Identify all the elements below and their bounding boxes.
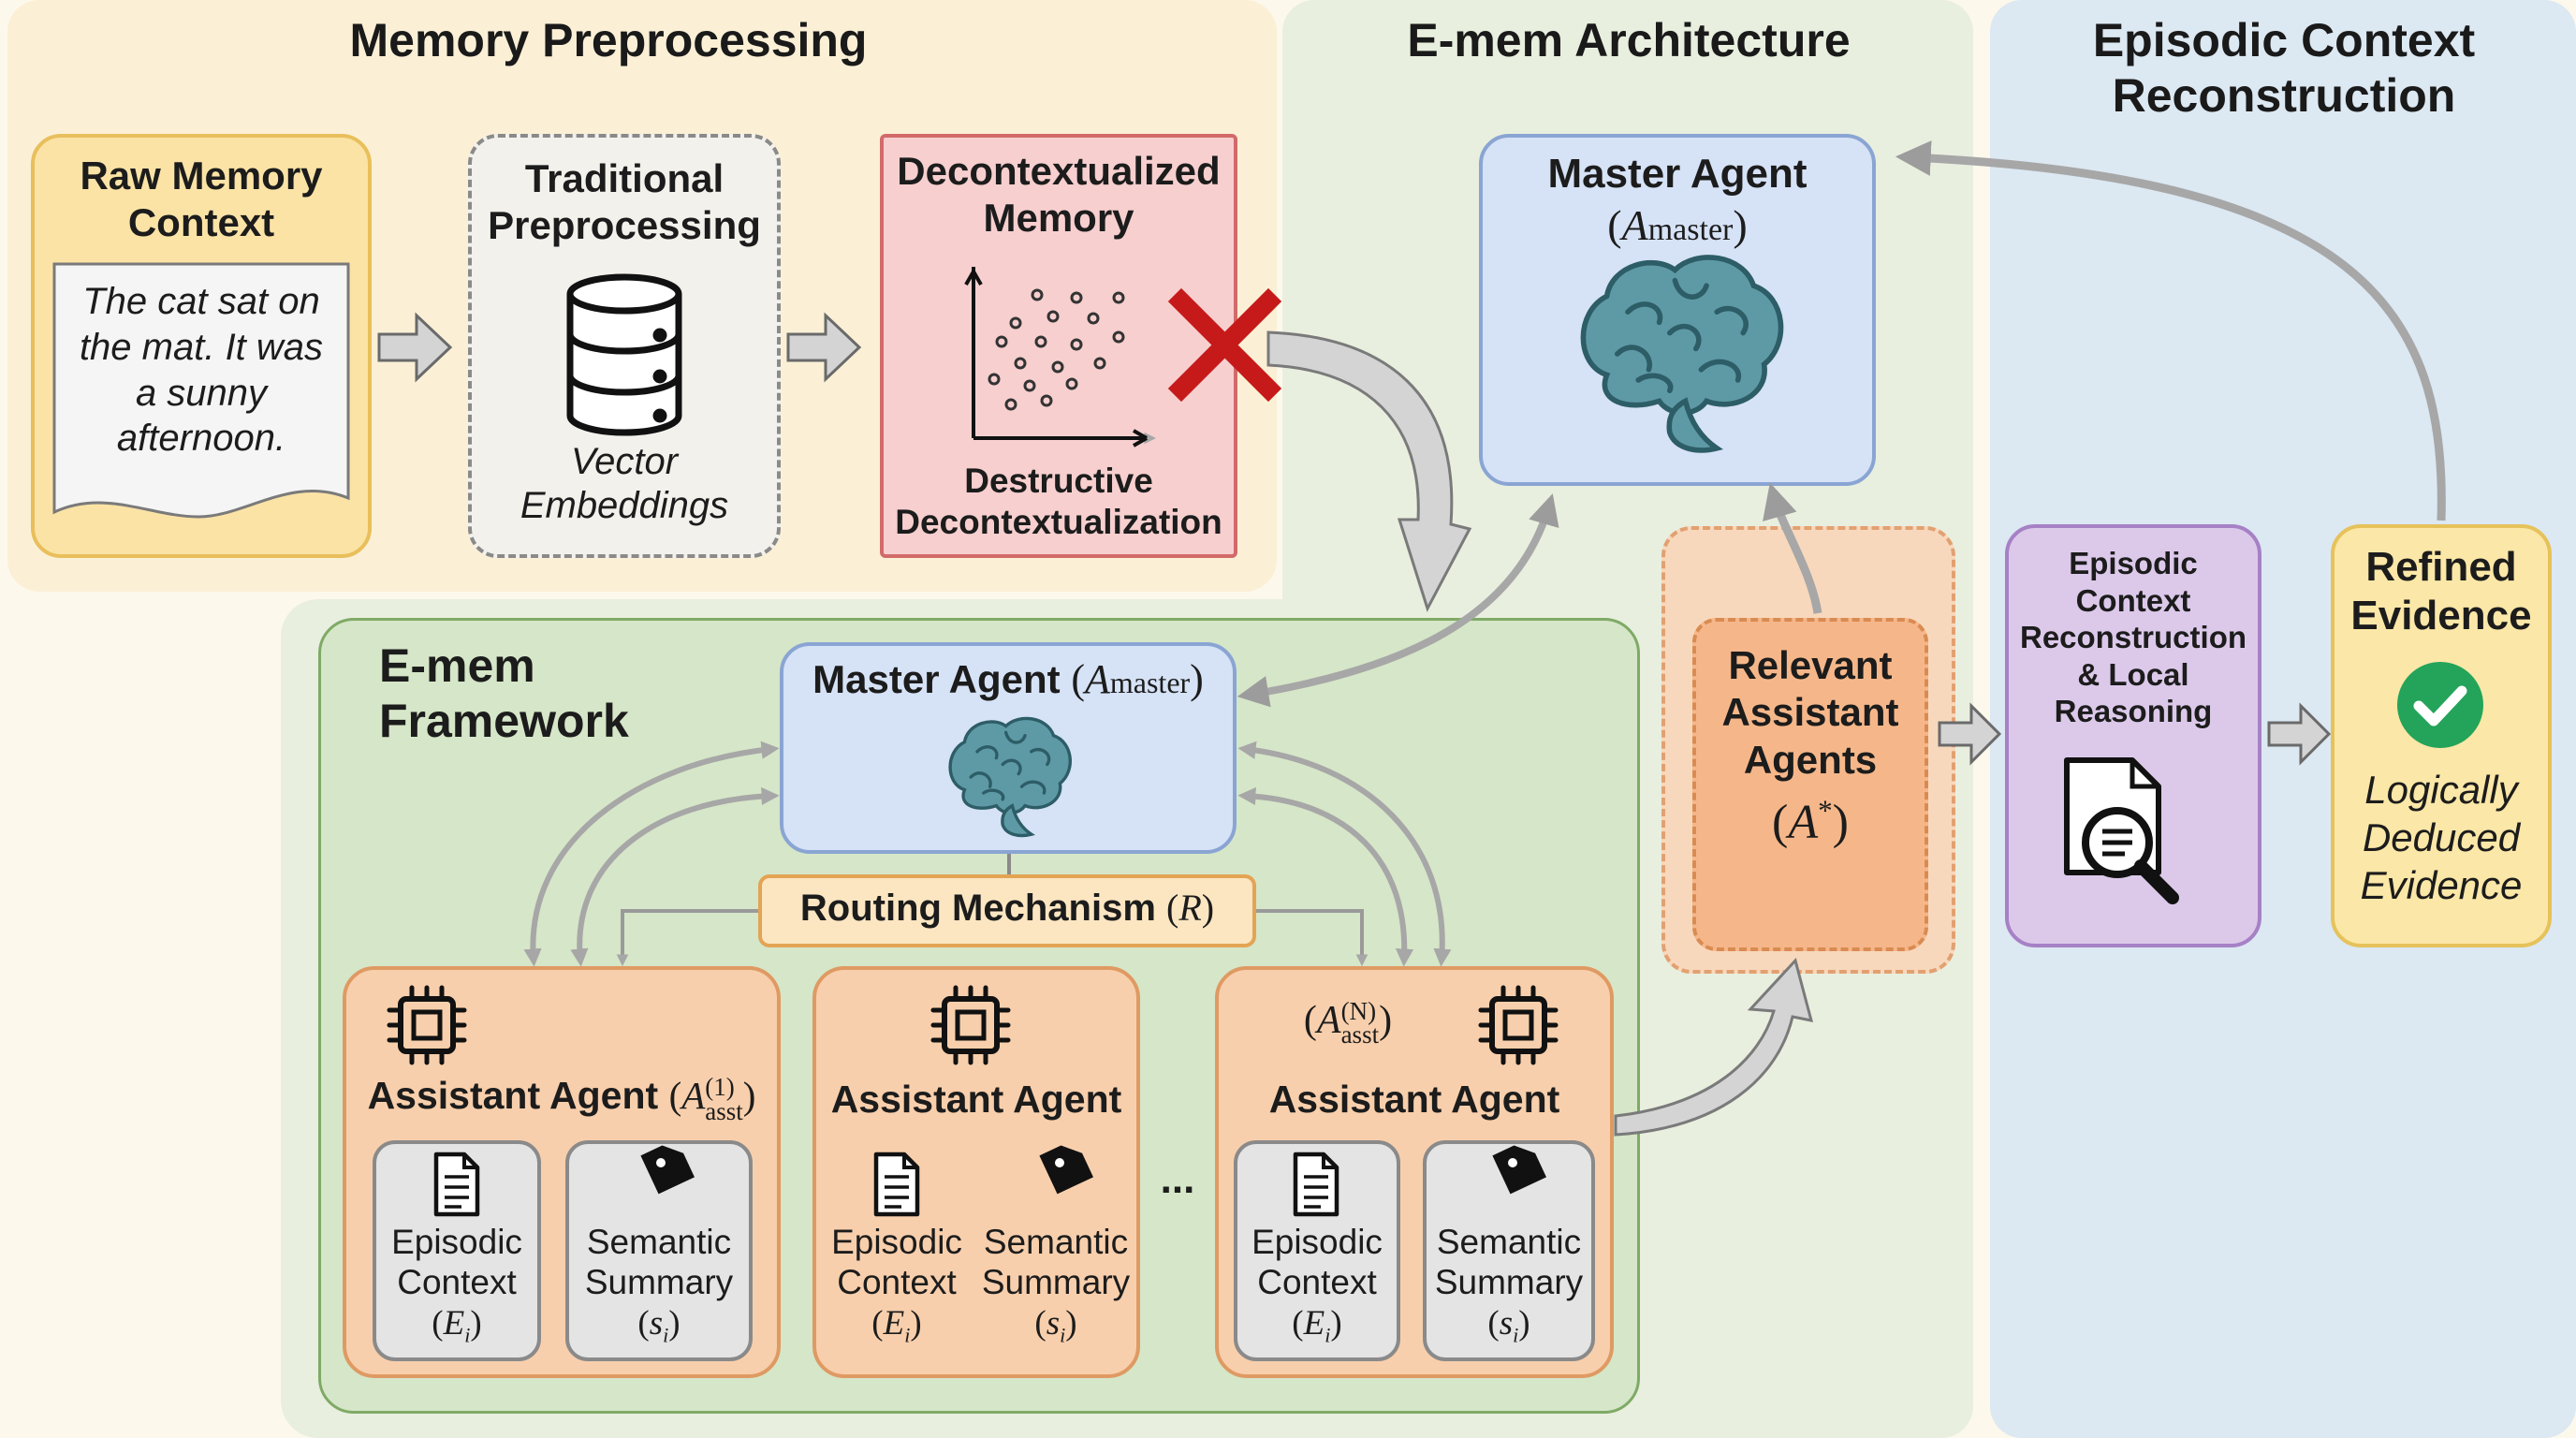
assistant-agent-1-label: Assistant Agent (A(1)asst)	[367, 1072, 756, 1125]
master-agent-framework-title: Master Agent (Amaster)	[812, 656, 1204, 702]
document-icon-2	[876, 1154, 917, 1214]
routing-mechanism-label: Routing Mechanism (R)	[799, 887, 1215, 929]
checkmark-icon	[2397, 662, 2483, 748]
raw-memory-text: The cat sat on the mat. It was a sunny a…	[79, 281, 324, 460]
decontextualized-memory-box	[880, 134, 1237, 558]
refined-evidence-title: Refined Evidence	[2350, 544, 2532, 638]
raw-memory-title: Raw Memory Context	[80, 154, 323, 244]
memory-preprocessing-title: Memory Preprocessing	[349, 14, 868, 66]
scatter-points	[988, 288, 1125, 411]
vector-embeddings-caption: Vector Embeddings	[520, 441, 729, 527]
relevant-assistant-agents-box	[1692, 618, 1928, 951]
chip-icon-2	[933, 988, 1008, 1063]
document-search-icon	[2064, 757, 2179, 904]
semantic-summary-label-n: Semantic Summary(si)	[1434, 1223, 1584, 1347]
master-agent-top-title: Master Agent	[1547, 151, 1808, 197]
traditional-preprocessing-title: Traditional Preprocessing	[488, 156, 761, 247]
episodic-context-label-1: Episodic Context(Ei)	[391, 1223, 522, 1347]
assistant-agent-n-label: Assistant Agent	[1268, 1078, 1560, 1121]
arrow-master-bidirectional	[1237, 493, 1559, 708]
relevant-assistant-agents-title: Relevant Assistant Agents	[1721, 643, 1899, 782]
red-x-icon	[1167, 287, 1282, 403]
arrow-master-asst1-a	[523, 741, 780, 967]
assistant-agent-2-label: Assistant Agent	[830, 1078, 1122, 1121]
arrow-relevant-to-ecr	[1938, 702, 2002, 766]
decontextualized-memory-title: Decontextualized Memory	[897, 149, 1221, 240]
document-icon-n	[1295, 1154, 1337, 1214]
ellipsis: ...	[1160, 1156, 1195, 1202]
brain-icon-top	[1583, 257, 1780, 450]
master-agent-top-symbol: (Amaster)	[1607, 201, 1748, 249]
database-icon	[566, 273, 682, 436]
ecr-local-reasoning-label: Episodic Context Reconstruction & Local …	[2019, 546, 2247, 729]
arrow-traditional-to-decontextualized	[786, 312, 862, 383]
episodic-context-reconstruction-title: Episodic Context Reconstruction	[2092, 14, 2476, 122]
chip-icon-1	[389, 988, 464, 1063]
emem-architecture-title: E-mem Architecture	[1407, 14, 1851, 66]
logically-deduced-evidence-caption: Logically Deduced Evidence	[2360, 768, 2523, 908]
arrow-relevant-to-master	[1763, 482, 1822, 614]
document-icon-1	[436, 1154, 477, 1214]
arrow-decontext-to-framework	[1266, 330, 1472, 612]
arrow-master-asstN-a	[1237, 741, 1452, 967]
arrow-master-asstN-b	[1237, 786, 1414, 967]
semantic-summary-label-2: Semantic Summary(si)	[981, 1223, 1131, 1347]
chip-icon-n	[1481, 988, 1556, 1063]
brain-icon-framework	[948, 716, 1072, 838]
destructive-decontextualization-caption: Destructive Decontextualization	[895, 462, 1222, 541]
tag-icon-n	[1482, 1139, 1553, 1204]
episodic-context-label-2: Episodic Context(Ei)	[831, 1223, 962, 1347]
ecr-local-reasoning-box	[2005, 524, 2261, 947]
scatter-plot-icon	[964, 267, 1151, 446]
emem-framework-title: E-mem Framework	[379, 639, 629, 747]
arrow-master-asst1-b	[570, 786, 780, 967]
semantic-summary-label-1: Semantic Summary(si)	[584, 1223, 734, 1347]
arrow-refined-to-master	[1895, 140, 2446, 521]
tag-icon-2	[1029, 1139, 1100, 1204]
arrow-ecr-to-refined	[2267, 702, 2332, 766]
episodic-context-label-n: Episodic Context(Ei)	[1251, 1223, 1383, 1347]
arrow-assistant-to-relevant	[1614, 957, 1814, 1137]
paper-icon	[52, 262, 350, 519]
tag-icon-1	[630, 1139, 701, 1204]
relevant-agents-symbol: (A*)	[1771, 794, 1849, 849]
arrow-raw-to-traditional	[377, 312, 453, 383]
assistant-agent-n-symbol: (A(N)asst)	[1303, 996, 1393, 1049]
